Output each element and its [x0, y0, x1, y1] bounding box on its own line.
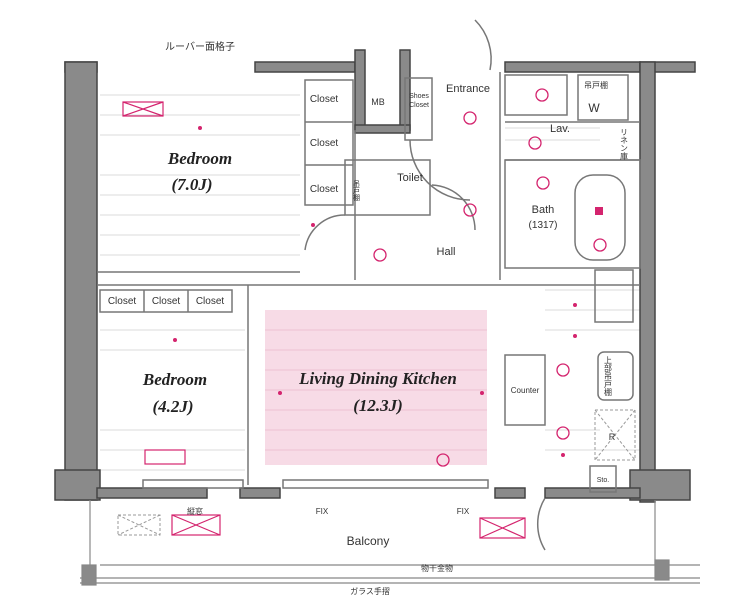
bedroom1-name: Bedroom — [167, 149, 232, 168]
upper-cabinet-label: 上部吊戸棚 — [604, 356, 613, 397]
storage-label: Sto. — [597, 477, 610, 484]
closet-label: Closet — [108, 296, 137, 307]
bedroom2-size: (4.2J) — [152, 397, 193, 416]
toilet-label: Toilet — [397, 172, 423, 184]
interior-walls — [97, 19, 641, 551]
ldk-size: (12.3J) — [353, 396, 403, 415]
glass-railing-label: ガラス手摺 — [350, 586, 390, 596]
closet-label: Closet — [196, 296, 225, 307]
walls — [54, 49, 696, 503]
closet-label: Closet — [152, 296, 181, 307]
louver-grille-label: ルーバー面格子 — [165, 40, 235, 53]
linen-closet-label: リネン庫 — [620, 128, 629, 161]
closet-label: Closet — [310, 138, 339, 149]
floor-lines — [100, 94, 640, 471]
ldk-floor-lines — [265, 329, 487, 451]
hanging-cabinet-label: 吊戸棚 — [584, 80, 608, 90]
ac-units — [122, 101, 526, 539]
mb-label: MB — [371, 97, 385, 107]
vertical-window-label: 縦窓 — [187, 506, 203, 516]
dashed-fixtures — [117, 409, 636, 536]
counter-label: Counter — [511, 386, 540, 395]
closet-label: Closet — [310, 94, 339, 105]
washer-label: W — [588, 101, 600, 115]
hall-label: Hall — [437, 246, 456, 258]
shoes-closet-label: Closet — [409, 102, 429, 109]
lav-label: Lav. — [550, 123, 570, 135]
shoes-closet-label: Shoes — [409, 93, 429, 100]
balcony-railing — [80, 500, 700, 586]
closet-label: Closet — [310, 184, 339, 195]
fridge-label: R — [609, 432, 616, 442]
toilet-cabinet-label: 吊戸棚 — [353, 180, 361, 202]
balcony-label: Balcony — [347, 534, 390, 548]
fix-window-label: FIX — [316, 507, 329, 516]
bath-label: Bath — [532, 204, 555, 216]
ldk-floor-highlight — [265, 310, 487, 465]
entrance-label: Entrance — [446, 83, 490, 95]
light-fixtures — [373, 88, 607, 467]
laundry-hardware-label: 物干金物 — [421, 563, 453, 573]
bedroom2-name: Bedroom — [142, 370, 207, 389]
bath-size: (1317) — [529, 220, 558, 231]
ldk-name: Living Dining Kitchen — [298, 369, 457, 388]
fix-window-label: FIX — [457, 507, 470, 516]
outlet-dots — [173, 126, 603, 457]
bedroom1-size: (7.0J) — [171, 175, 212, 194]
